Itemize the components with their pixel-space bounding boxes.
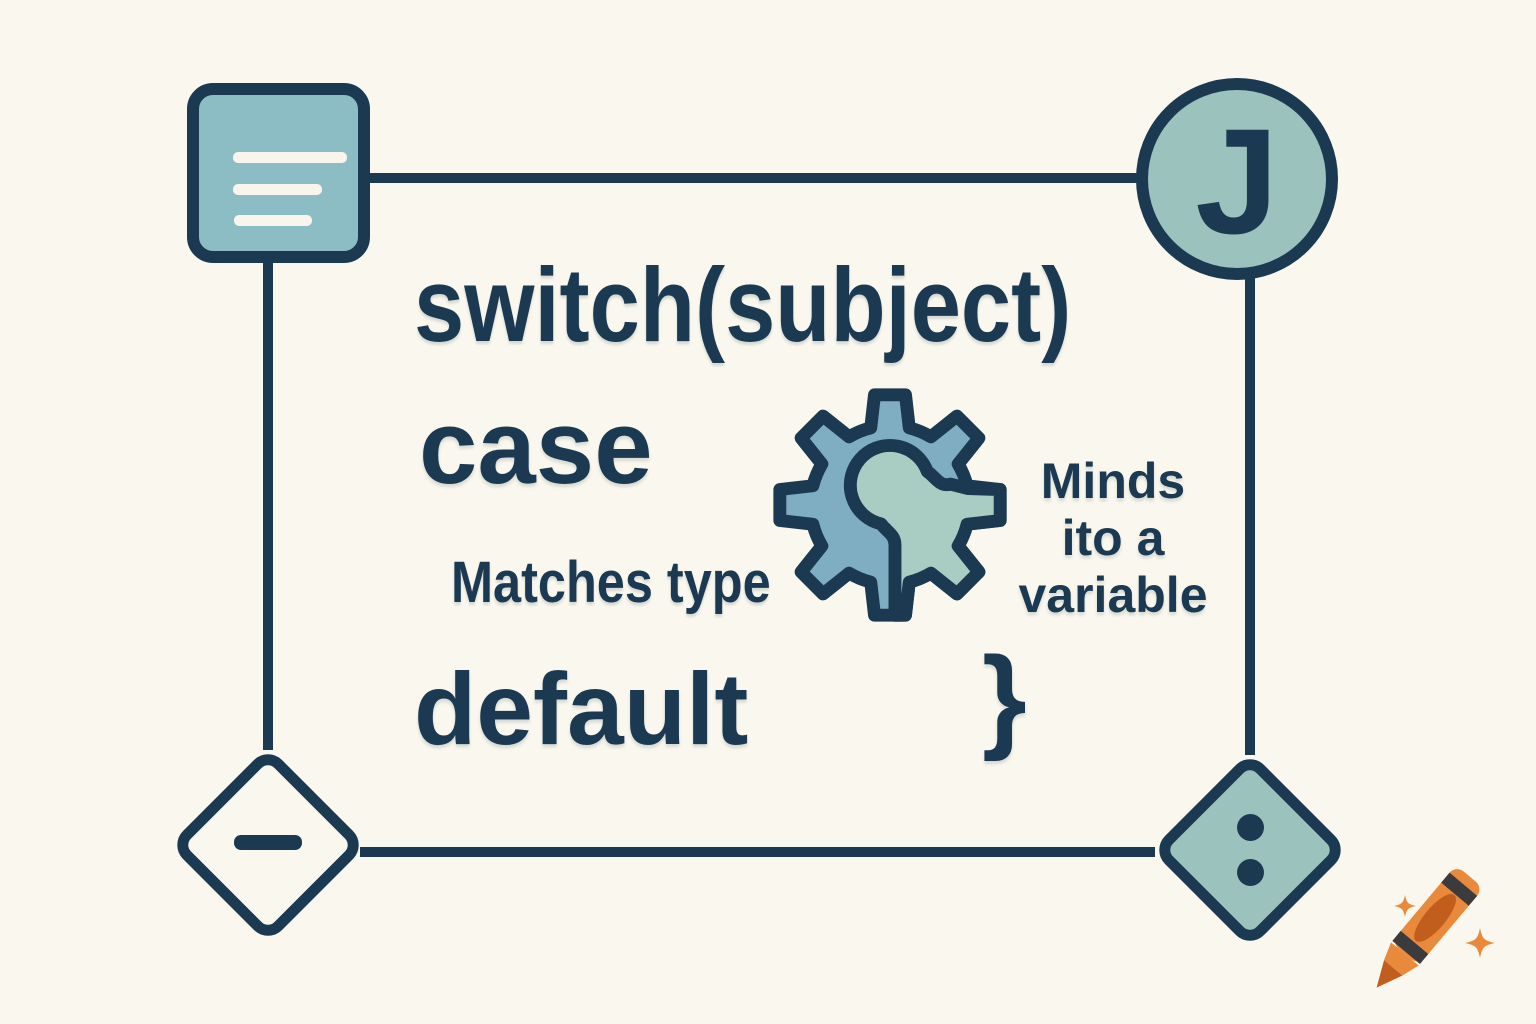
connector-left <box>263 255 273 750</box>
closing-brace-label: } <box>982 634 1027 762</box>
junction-node-label: J <box>1195 97 1279 265</box>
colon-icon <box>1191 791 1309 909</box>
connector-top <box>362 173 1146 183</box>
case-keyword-label: case <box>419 389 653 506</box>
document-node <box>187 83 370 263</box>
bind-annotation-label: Minds ito a variable <box>1015 453 1211 624</box>
case-annotation-label: Matches type <box>451 550 771 615</box>
crayon-sparkle-icon <box>1376 869 1495 988</box>
minus-icon <box>234 834 302 850</box>
bind-annotation-line3: variable <box>1018 567 1208 623</box>
gear-puzzle-icon <box>773 388 1007 622</box>
switch-statement-label: switch(subject) <box>414 247 1072 364</box>
connector-right <box>1245 270 1255 755</box>
connector-bottom <box>360 847 1155 857</box>
bind-annotation-line2: ito a <box>1061 510 1165 566</box>
default-keyword-label: default <box>414 652 749 766</box>
bind-annotation-line1: Minds <box>1040 453 1186 509</box>
decision-minus-node <box>169 746 367 944</box>
junction-node: J <box>1136 78 1338 280</box>
decision-colon-node <box>1151 751 1349 949</box>
